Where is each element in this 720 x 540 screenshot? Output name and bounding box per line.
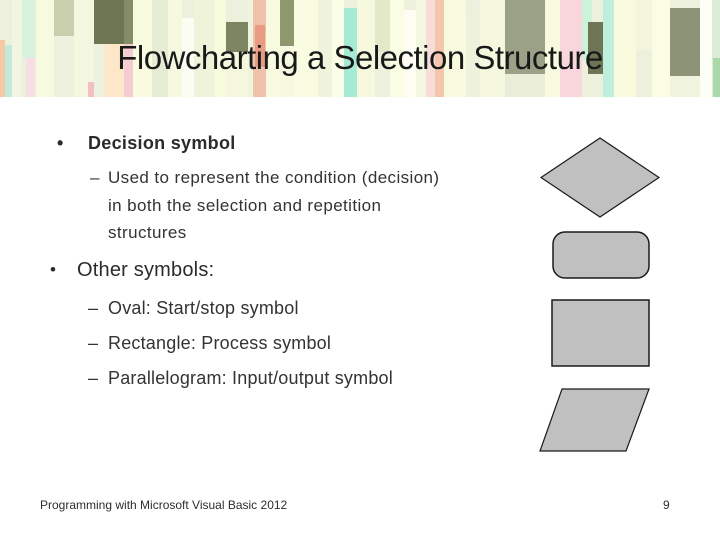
header-stripe xyxy=(22,0,36,58)
header-stripe xyxy=(54,0,74,36)
header-stripe xyxy=(614,0,636,97)
header-stripe xyxy=(266,0,280,97)
header-stripe xyxy=(357,0,375,97)
header-stripe xyxy=(294,0,318,97)
header-stripe xyxy=(280,0,294,46)
header-stripe xyxy=(36,0,54,97)
header-stripe xyxy=(226,52,248,97)
subbullet-oval-text: Oval: Start/stop symbol xyxy=(108,298,299,318)
header-stripe xyxy=(124,44,133,97)
dash-icon: – xyxy=(88,333,99,353)
header-stripe xyxy=(168,0,182,97)
header-stripe xyxy=(713,58,720,97)
subbullet-decision-description: –Used to represent the condition (decisi… xyxy=(90,164,439,247)
header-stripe xyxy=(466,12,480,97)
oval-start-stop-shape xyxy=(552,231,650,279)
header-stripe xyxy=(104,44,124,97)
header-stripe xyxy=(74,0,94,97)
header-stripe xyxy=(375,0,390,52)
header-stripe xyxy=(390,0,404,97)
header-stripe xyxy=(670,76,700,97)
header-stripe xyxy=(255,25,265,67)
process-rectangle-shape xyxy=(551,299,650,367)
header-stripe xyxy=(588,22,603,74)
subbullet-list-other-symbols: –Oval: Start/stop symbol –Rectangle: Pro… xyxy=(88,292,393,397)
bullet-icon: • xyxy=(50,260,57,279)
header-stripe xyxy=(712,0,720,97)
bullet-other-symbols: • Other symbols: xyxy=(50,259,214,282)
bullet-icon: • xyxy=(57,133,64,153)
subbullet-parallelogram-text: Parallelogram: Input/output symbol xyxy=(108,368,393,388)
header-stripe xyxy=(505,0,545,74)
header-stripe xyxy=(636,0,652,50)
header-stripe xyxy=(652,0,670,97)
header-stripe xyxy=(280,46,294,97)
bullet-decision-symbol: • Decision symbol xyxy=(57,133,236,154)
subbullet-decision-description-text: Used to represent the condition (decisio… xyxy=(108,168,440,242)
header-stripe xyxy=(182,18,194,97)
header-stripe xyxy=(505,74,545,97)
header-stripe xyxy=(603,0,614,97)
header-stripe xyxy=(26,58,35,97)
header-stripe xyxy=(12,0,22,97)
header-stripe xyxy=(88,82,94,97)
header-stripe xyxy=(94,0,124,44)
dash-icon: – xyxy=(88,368,99,388)
slide-header xyxy=(0,0,720,97)
header-stripe xyxy=(214,0,226,97)
header-stripe xyxy=(318,0,332,97)
subbullet-oval: –Oval: Start/stop symbol xyxy=(88,292,393,327)
bullet-decision-symbol-label: Decision symbol xyxy=(88,133,236,153)
header-stripe xyxy=(404,10,416,97)
header-stripe xyxy=(344,8,357,97)
footer-book-title: Programming with Microsoft Visual Basic … xyxy=(40,498,288,512)
header-stripe xyxy=(248,0,253,97)
header-stripe xyxy=(582,0,592,60)
header-stripe xyxy=(226,22,248,52)
header-stripe xyxy=(545,0,560,97)
header-stripe xyxy=(700,0,712,97)
subbullet-parallelogram: –Parallelogram: Input/output symbol xyxy=(88,362,393,397)
header-stripe xyxy=(480,0,505,97)
subbullet-rectangle-text: Rectangle: Process symbol xyxy=(108,333,332,353)
header-stripe xyxy=(444,0,466,97)
header-stripe xyxy=(560,0,582,97)
header-stripe xyxy=(152,0,168,97)
header-stripe xyxy=(5,45,12,97)
io-parallelogram-shape xyxy=(539,388,650,452)
header-stripe xyxy=(194,0,214,97)
header-stripe xyxy=(435,0,444,97)
dash-icon: – xyxy=(90,168,100,187)
subbullet-rectangle: –Rectangle: Process symbol xyxy=(88,327,393,362)
decision-diamond-shape xyxy=(539,137,661,218)
header-stripe xyxy=(133,0,152,97)
header-stripe xyxy=(416,0,426,97)
header-stripe xyxy=(670,8,700,76)
header-stripe xyxy=(426,0,435,97)
header-stripe xyxy=(0,40,5,97)
bullet-other-symbols-label: Other symbols: xyxy=(77,259,215,281)
slide-title: Flowcharting a Selection Structure xyxy=(117,39,603,76)
header-stripe xyxy=(332,0,344,97)
slide-page-number: 9 xyxy=(663,498,670,512)
dash-icon: – xyxy=(88,298,99,318)
